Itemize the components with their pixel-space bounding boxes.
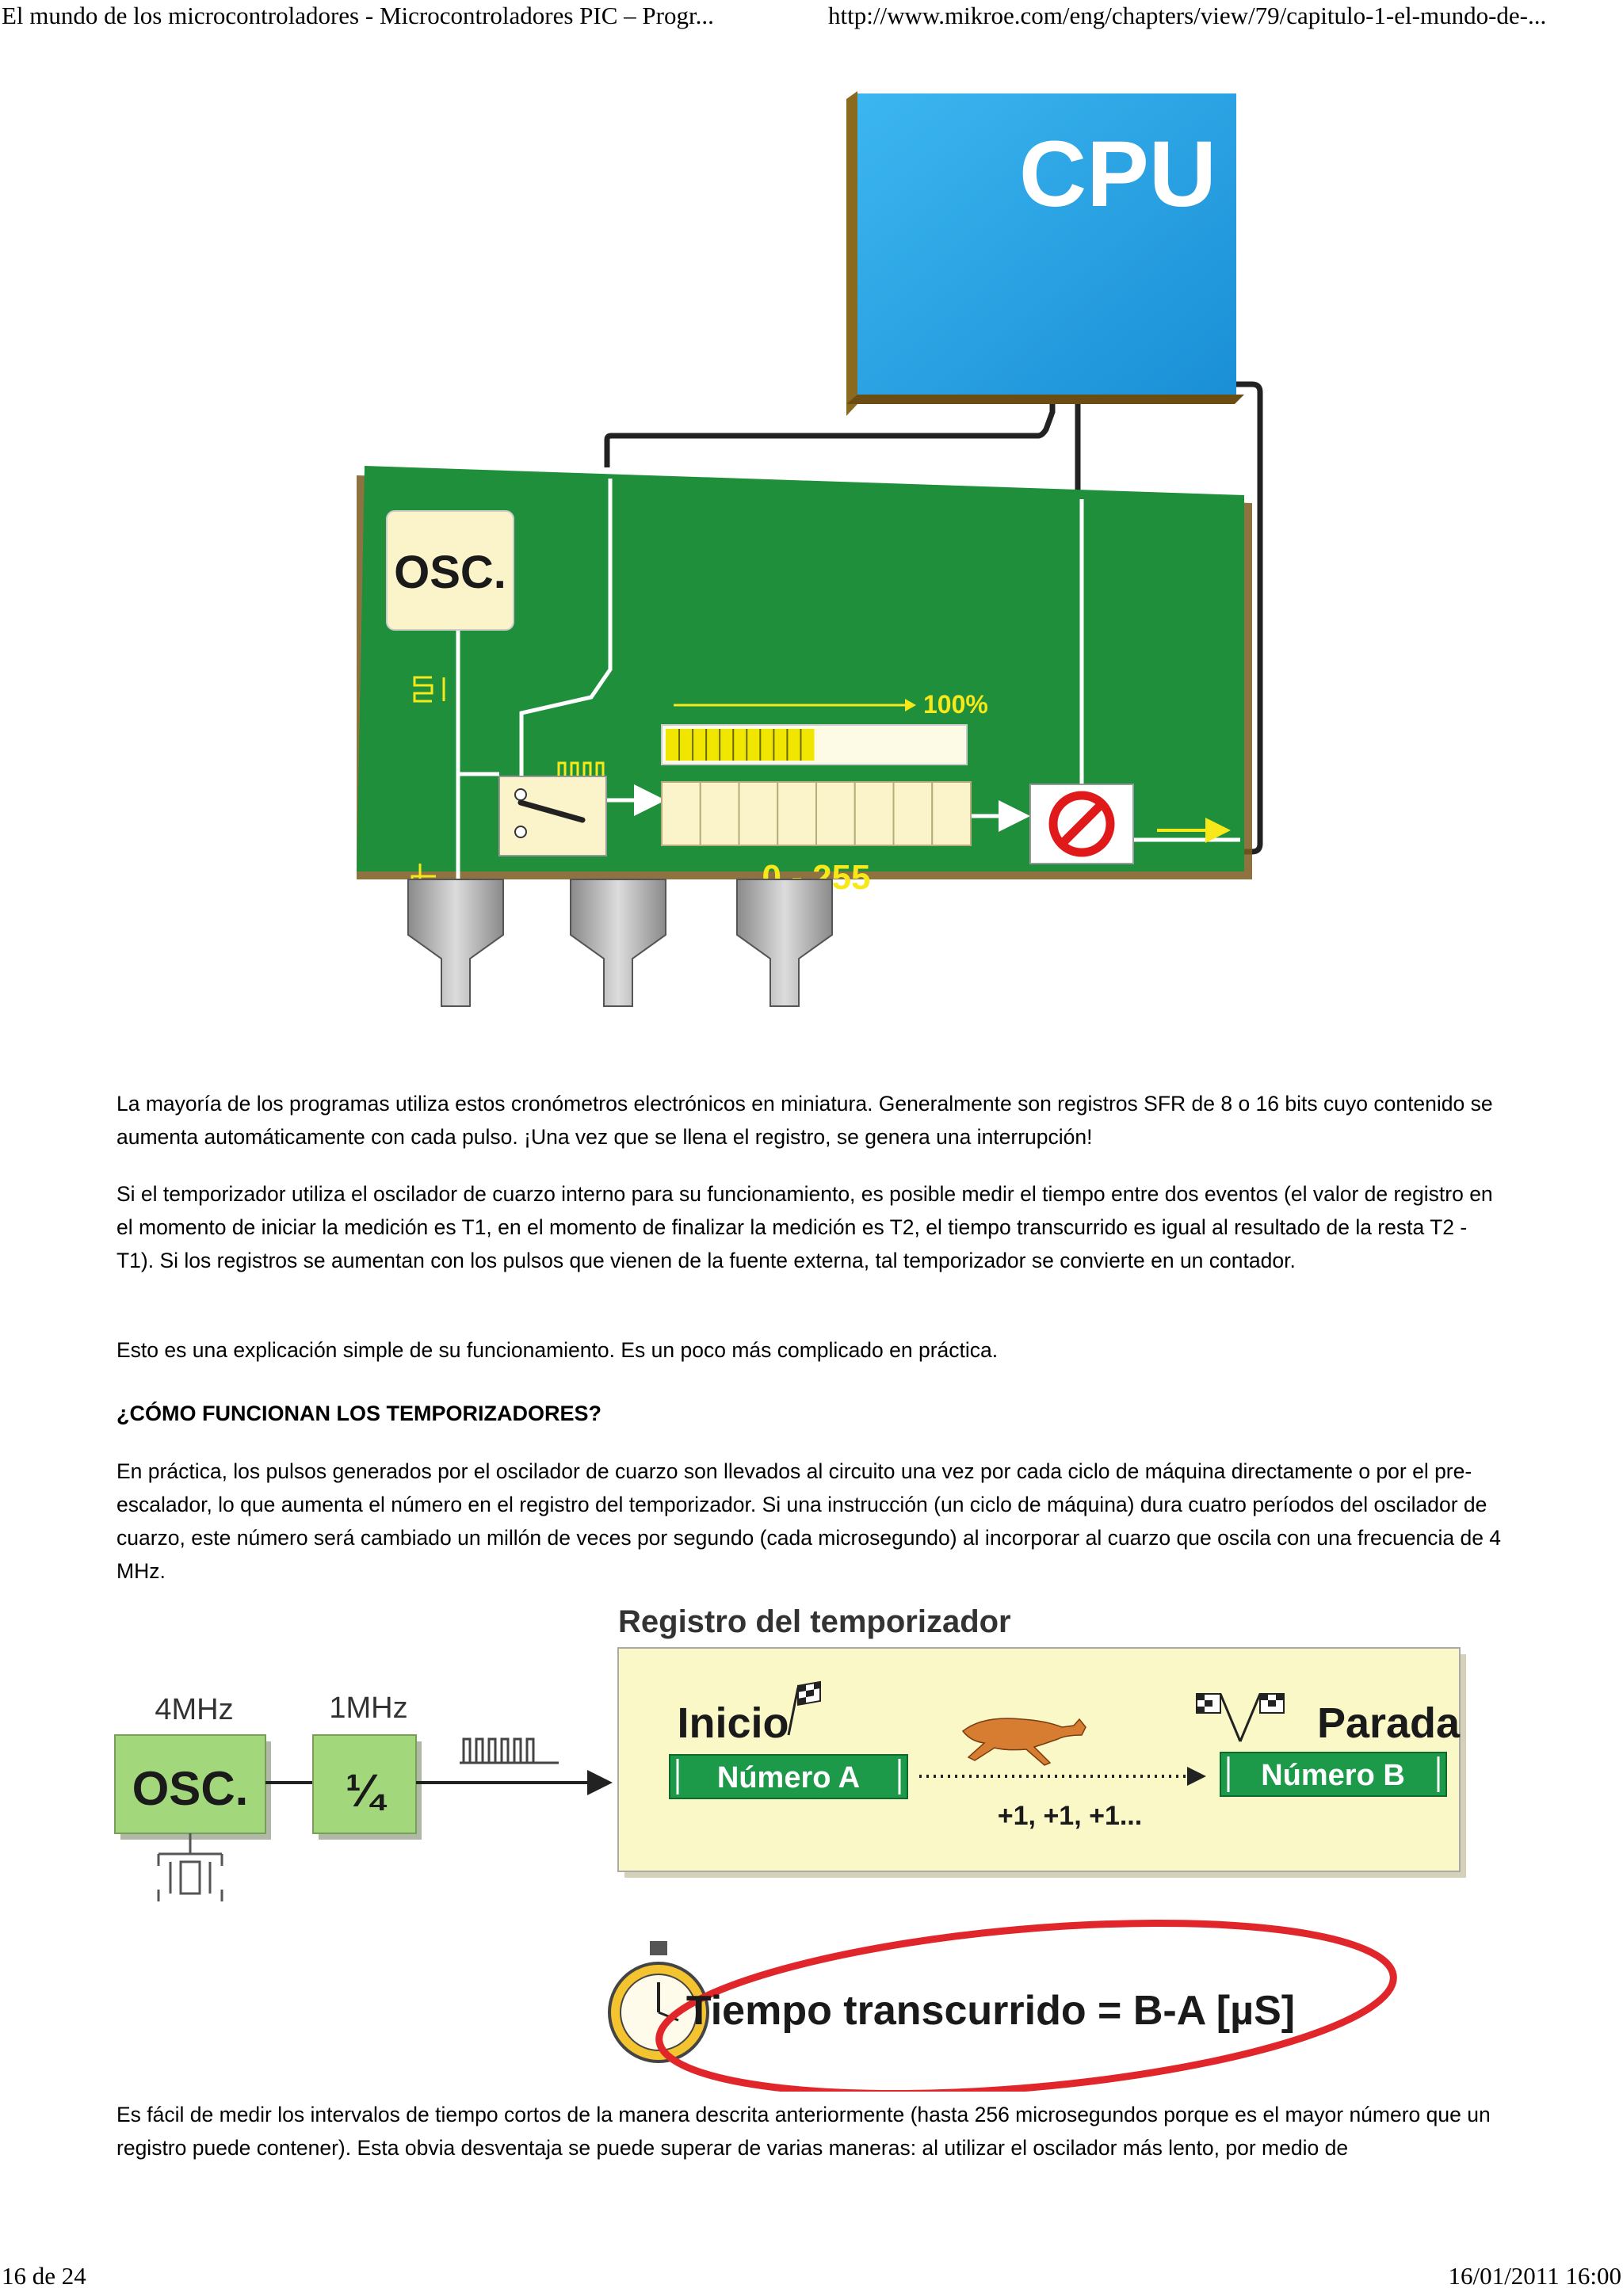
number-b-bar [1220,1752,1447,1797]
print-header: El mundo de los microcontroladores - Mic… [0,0,1623,38]
number-a-bar [669,1754,908,1799]
paragraph-1: La mayoría de los programas utiliza esto… [116,1092,1493,1149]
osc-box [386,510,514,631]
timer-board-figure: CPU OSC. 100% 0 - 255 [357,91,1263,1007]
paragraph-5: Es fácil de medir los intervalos de tiem… [116,2103,1491,2160]
register-cell [815,781,856,846]
stop-icon [1048,791,1115,857]
divider-label: ¼ [346,1765,388,1817]
print-footer: 16 de 24 16/01/2011 16:00 [0,2262,1623,2294]
osc-label-2: OSC. [132,1762,249,1815]
stopwatch-icon [608,1941,709,2063]
start-label: Inicio [677,1699,789,1747]
counter-register [661,781,972,846]
paragraph-3: Esto es una explicación simple de su fun… [116,1338,999,1362]
register-title: Registro del temporizador [618,1604,1011,1639]
osc-box-2 [114,1734,266,1834]
cpu-wire-right [1220,381,1263,855]
register-cell [699,781,740,846]
cpu-block [857,93,1236,395]
trace-cpu-to-switch [519,479,613,776]
number-a-label: Número A [717,1761,860,1794]
section-heading: ¿CÓMO FUNCIONAN LOS TEMPORIZADORES? [116,1402,601,1425]
crossed-flags-icon [1196,1693,1285,1742]
register-cell [777,781,817,846]
page-title: El mundo de los microcontroladores - Mic… [2,2,714,29]
greyhound-icon [961,1718,1086,1766]
register-cell [892,781,934,846]
divider-frequency: 1MHz [329,1691,407,1725]
register-cell [931,781,972,846]
stop-label: Parada [1317,1699,1461,1747]
osc-frequency: 4MHz [155,1693,233,1726]
checkered-flag-icon [787,1680,821,1736]
timer-register-figure: Registro del temporizador 4MHz 1MHz OSC.… [114,1604,1466,2092]
increment-label: +1, +1, +1... [998,1801,1142,1831]
percent-label: 100% [923,690,988,719]
cpu-label: CPU [1019,122,1216,227]
register-cell [854,781,895,846]
page-url[interactable]: http://www.mikroe.com/eng/chapters/view/… [828,2,1547,29]
elapsed-time-label: Tiempo transcurrido = B-A [µS] [686,1988,1295,2034]
paragraph-2: Si el temporizador utiliza el oscilador … [116,1182,1493,1272]
register-cell [661,781,701,846]
number-b-label: Número B [1261,1759,1405,1792]
print-date: 16/01/2011 16:00 [1448,2262,1621,2290]
register-cell [738,781,779,846]
clock-pulse-icon [413,676,445,703]
selector-switch [498,776,607,856]
paragraph-4: En práctica, los pulsos generados por el… [116,1459,1502,1583]
crystal-icon [157,1833,223,1901]
connector-pins [407,879,833,1007]
pulse-train-icon [460,1737,559,1764]
highlight-ellipse [655,1919,1397,2092]
page-number: 16 de 24 [2,2262,86,2290]
divider-box [312,1734,417,1834]
osc-label: OSC. [394,547,506,598]
progress-bar-fill [666,729,815,761]
cpu-wire-left [604,388,1056,467]
